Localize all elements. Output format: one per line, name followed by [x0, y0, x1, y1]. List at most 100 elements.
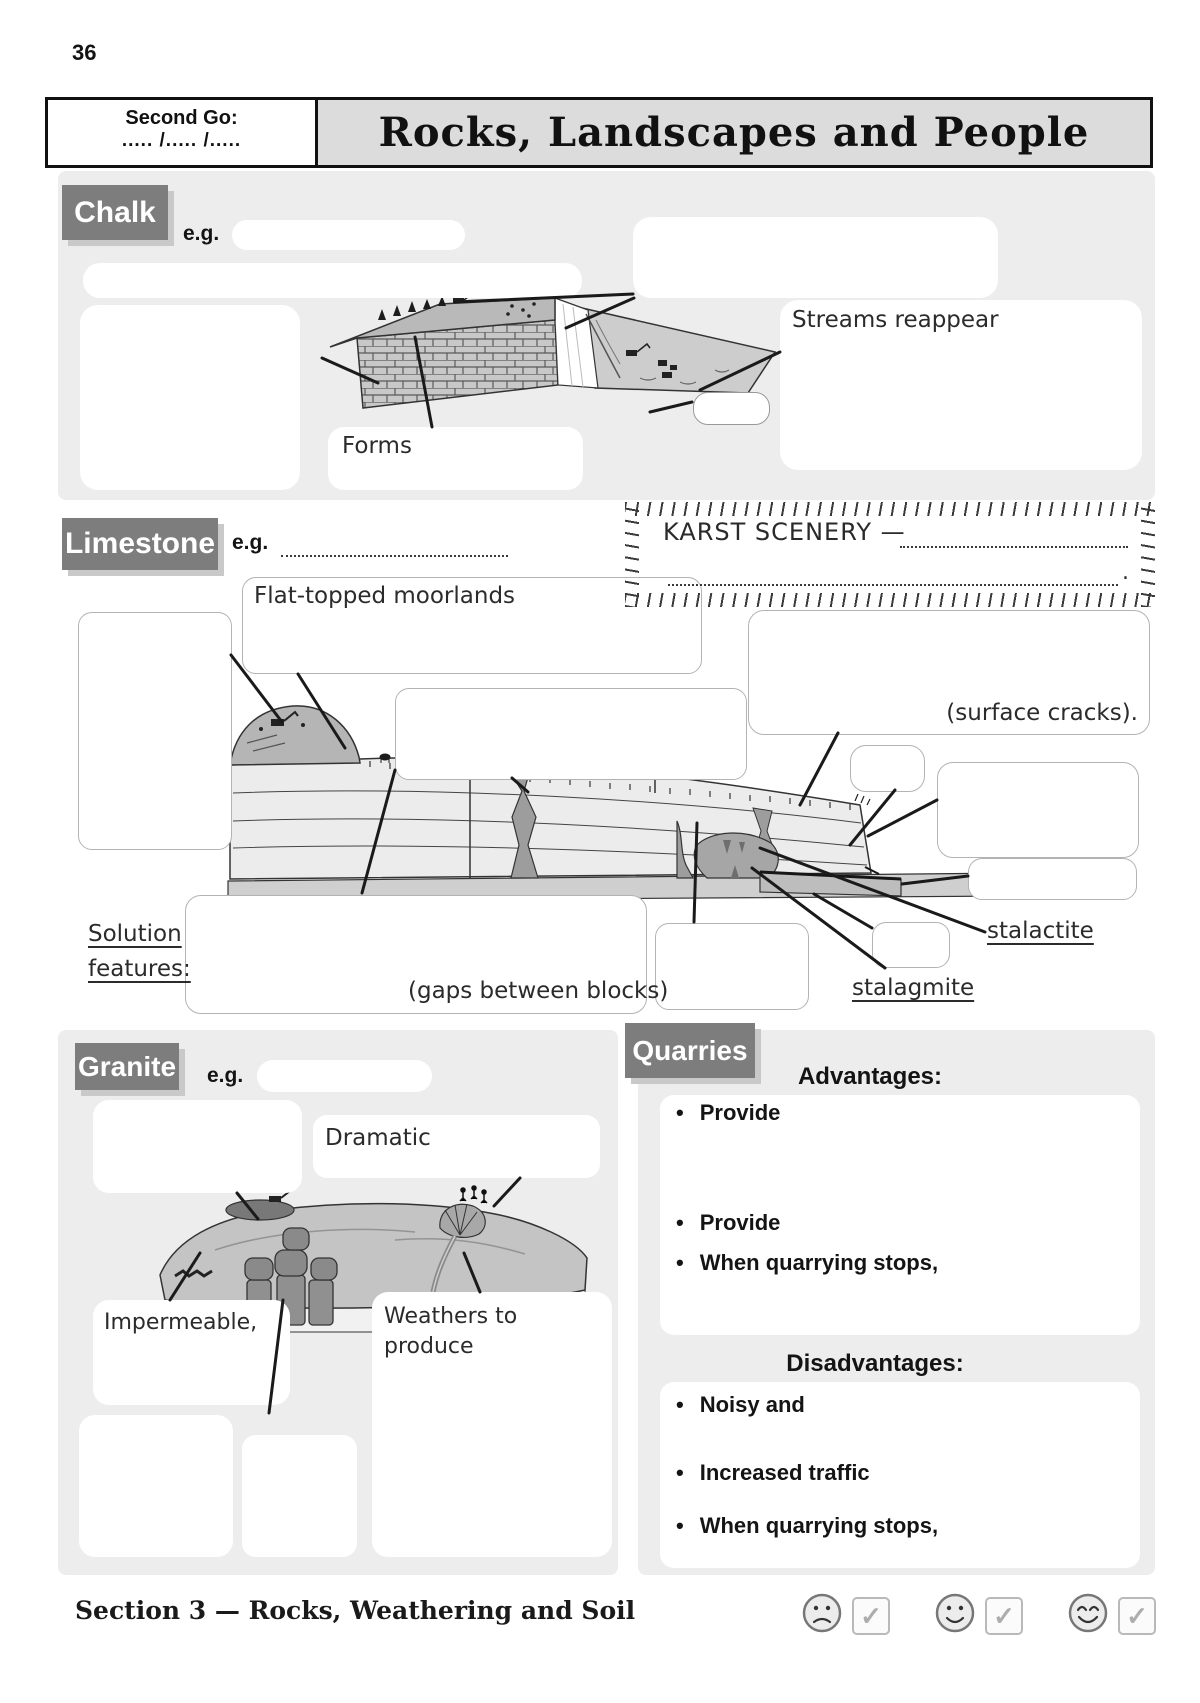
solution-features-label-1: Solution	[88, 921, 182, 947]
impermeable-label: Impermeable,	[104, 1310, 258, 1335]
second-go-blanks[interactable]: ..... /..... /.....	[121, 130, 242, 151]
granite-tab: Granite	[75, 1043, 179, 1090]
chalk-note-blank-left[interactable]	[80, 305, 300, 490]
granite-blank-bottom-1[interactable]	[79, 1415, 233, 1557]
bullet-icon	[676, 1513, 684, 1539]
second-go-label: Second Go:	[125, 107, 238, 129]
quarry-mound	[229, 705, 361, 766]
bullet-icon	[676, 1460, 684, 1486]
disadvantage-text: When quarrying stops,	[699, 1513, 939, 1538]
stalactite-shape	[723, 840, 731, 854]
advantage-item: Provide	[676, 1210, 781, 1236]
limestone-small-blank-1[interactable]	[850, 745, 925, 792]
lowland	[581, 307, 777, 394]
neutral-checkbox[interactable]: ✓	[985, 1597, 1023, 1635]
granite-impermeable-box[interactable]	[93, 1300, 290, 1405]
granite-blank-left[interactable]	[93, 1100, 302, 1193]
advantage-item: Provide	[676, 1100, 781, 1126]
stalagmite-label: stalagmite	[852, 975, 975, 1001]
advantages-title: Advantages:	[797, 1063, 943, 1090]
surface-cracks-box[interactable]	[748, 610, 1150, 735]
chalk-note-blank-wide[interactable]	[83, 263, 582, 298]
limestone-eg-blank-line[interactable]	[281, 533, 508, 557]
chalk-small-blank[interactable]	[693, 392, 770, 425]
disadvantage-text: Noisy and	[699, 1392, 805, 1417]
happy-checkbox[interactable]: ✓	[1118, 1597, 1156, 1635]
flat-topped-label: Flat-topped moorlands	[254, 583, 516, 609]
chalk-eg-blank[interactable]	[232, 220, 465, 250]
limestone-blank-mid[interactable]	[395, 688, 747, 780]
limestone-blank-right-1[interactable]	[937, 762, 1139, 858]
solution-features-label-2: features:	[88, 956, 191, 982]
limestone-blank-left[interactable]	[78, 612, 232, 850]
karst-hatched-border-right	[1141, 502, 1155, 607]
walker-icons	[459, 1185, 488, 1204]
check-icon: ✓	[993, 1600, 1015, 1631]
stalactite-label: stalactite	[987, 918, 1094, 944]
bog-pool	[225, 1190, 295, 1221]
stalactite-shape	[739, 842, 745, 853]
check-icon: ✓	[1126, 1600, 1148, 1631]
karst-blank-line-2[interactable]	[668, 562, 1118, 586]
quarries-tab: Quarries	[625, 1023, 755, 1078]
settlement-icons	[626, 342, 677, 378]
advantage-text: Provide	[699, 1100, 781, 1125]
limestone-blank-right-2[interactable]	[968, 858, 1137, 900]
sad-checkbox[interactable]: ✓	[852, 1597, 890, 1635]
chalk-tab: Chalk	[62, 185, 168, 240]
chalk-note-blank-top-right[interactable]	[633, 217, 998, 298]
disadvantage-item: Increased traffic	[676, 1460, 870, 1486]
granite-eg-blank[interactable]	[257, 1060, 432, 1092]
limestone-tab: Limestone	[62, 518, 218, 570]
limestone-small-blank-2[interactable]	[872, 922, 950, 968]
karst-hatched-border-bottom	[625, 593, 1155, 607]
weathers-label: Weathers to produce	[384, 1304, 518, 1359]
excavator-icon	[269, 1196, 281, 1202]
page-number: 36	[72, 40, 97, 65]
chalk-eg-label: e.g.	[183, 222, 220, 245]
disadvantage-text: Increased traffic	[699, 1460, 870, 1485]
section-footer-title: Section 3 — Rocks, Weathering and Soil	[75, 1596, 636, 1625]
karst-blank-line-1[interactable]	[900, 524, 1128, 548]
streams-reappear-label: Streams reappear	[792, 307, 999, 333]
forms-label: Forms	[342, 433, 412, 459]
limestone-eg-label: e.g.	[232, 531, 269, 554]
granite-weathers-box[interactable]	[372, 1292, 612, 1557]
happy-face-icon[interactable]	[1066, 1591, 1110, 1635]
granite-eg-label: e.g.	[207, 1064, 244, 1087]
disadvantage-item: When quarrying stops,	[676, 1513, 938, 1539]
swallow-hole-conduit	[676, 820, 695, 879]
granite-blank-bottom-2[interactable]	[242, 1435, 357, 1557]
surface-cracks-label: (surface cracks).	[946, 700, 1138, 726]
page-title: Rocks, Landscapes and People	[378, 109, 1090, 156]
bullet-icon	[676, 1392, 684, 1418]
chalk-forms-box[interactable]	[328, 427, 583, 490]
gaps-label: (gaps between blocks)	[408, 978, 669, 1004]
advantages-box[interactable]	[660, 1095, 1140, 1335]
title-cell: Rocks, Landscapes and People	[318, 100, 1150, 165]
ridge-lines	[214, 1228, 526, 1255]
rocky-outcrop	[439, 1203, 486, 1238]
check-icon: ✓	[860, 1600, 882, 1631]
chalk-streams-box[interactable]	[780, 300, 1142, 470]
limestone-blank-bottom[interactable]	[655, 923, 809, 1010]
second-go-cell: Second Go: ..... /..... /.....	[48, 100, 318, 165]
disadvantage-item: Noisy and	[676, 1392, 805, 1418]
neutral-face-icon[interactable]	[933, 1591, 977, 1635]
granite-dramatic-box[interactable]	[313, 1115, 600, 1178]
karst-scenery-heading: KARST SCENERY —	[663, 518, 906, 546]
stream-highlight	[432, 1235, 456, 1293]
karst-hatched-border-top	[625, 502, 1155, 516]
advantage-item: When quarrying stops,	[676, 1250, 938, 1276]
bullet-icon	[676, 1210, 684, 1236]
karst-hatched-border-left	[625, 502, 639, 607]
gaps-between-blocks-box[interactable]	[185, 895, 647, 1014]
advantage-text: When quarrying stops,	[699, 1250, 939, 1275]
disadvantages-box[interactable]	[660, 1382, 1140, 1568]
sad-face-icon[interactable]	[800, 1591, 844, 1635]
header: Second Go: ..... /..... /..... Rocks, La…	[45, 97, 1153, 168]
advantage-text: Provide	[699, 1210, 781, 1235]
stalagmite-shape	[731, 865, 739, 878]
bullet-icon	[676, 1250, 684, 1276]
